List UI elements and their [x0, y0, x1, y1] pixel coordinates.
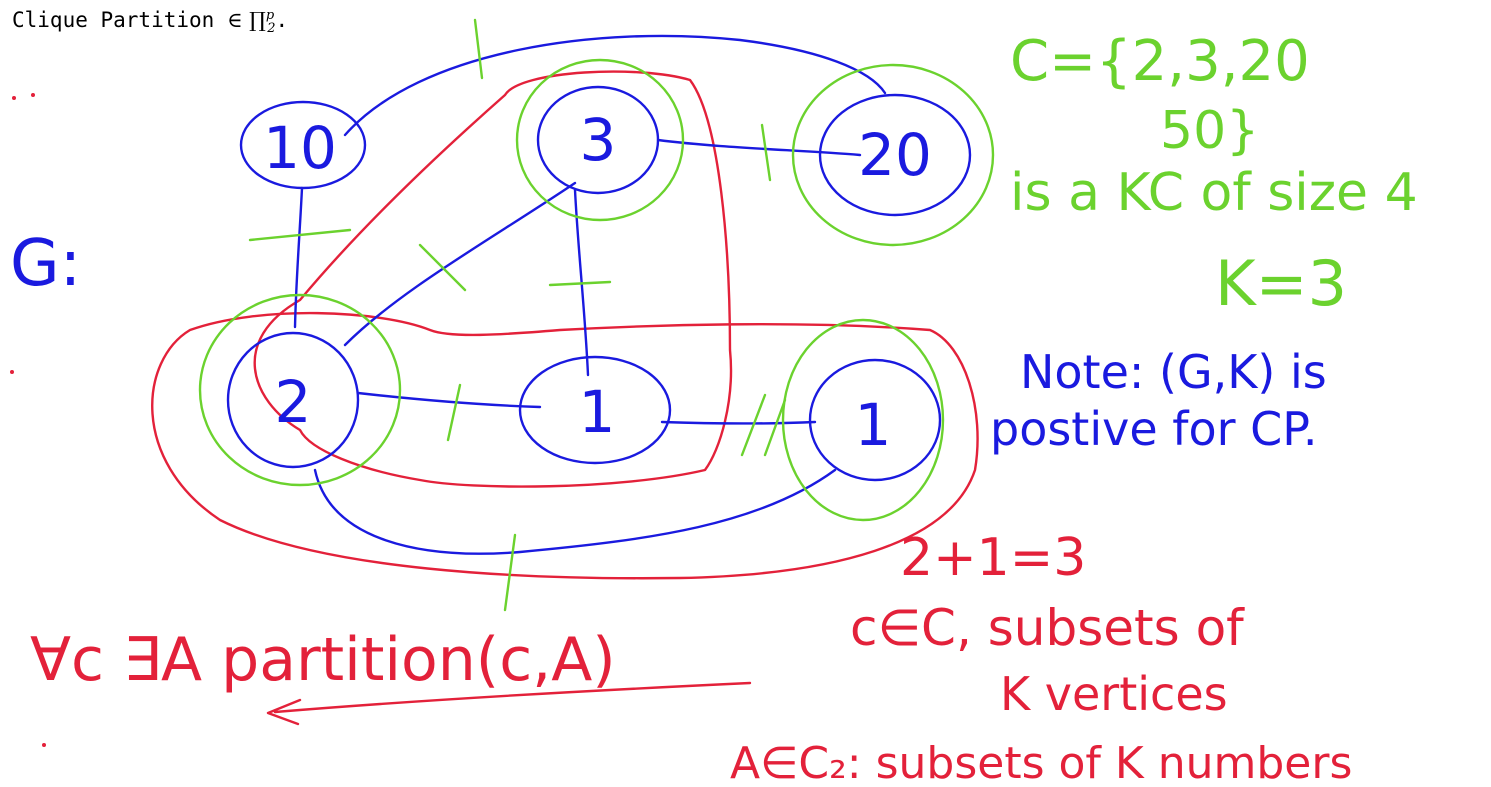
note-set-line2: 50} [1160, 101, 1259, 161]
vertex-label-1b: 1 [855, 391, 892, 459]
red-notes: 2+1=3 c∈C, subsets of K vertices A∈C₂: s… [30, 528, 1352, 787]
stray-dots [10, 93, 46, 747]
title-sup: p [265, 8, 275, 23]
partition-outline-big [253, 70, 733, 488]
graph-label: G: [10, 227, 81, 301]
vertex-label-1: 1 [579, 378, 616, 446]
edge-3-1 [573, 188, 590, 377]
underline-arrow [266, 681, 752, 726]
vertex-label-20: 20 [858, 121, 932, 189]
clique-circles [198, 58, 995, 522]
note-k-value: K=3 [1215, 247, 1347, 320]
edge-2-1 [356, 391, 542, 409]
edge-3-20 [656, 138, 862, 157]
graph-vertices [226, 85, 972, 482]
vertex-label-3: 3 [580, 106, 617, 174]
title-prefix: Clique Partition [12, 8, 227, 32]
note-set-line1: C={2,3,20 [1010, 29, 1310, 94]
graph-edges [293, 34, 887, 555]
title-symbol: ∈ ∏ [226, 8, 266, 32]
page-title: Clique Partition ∈ ∏p2. [12, 8, 288, 36]
note-sum: 2+1=3 [900, 528, 1086, 588]
edge-2-1b [313, 468, 837, 555]
edge-10-20 [343, 34, 887, 137]
edge-tick-marks [248, 18, 787, 612]
title-suffix: . [275, 8, 289, 32]
vertex-2-circle [226, 331, 360, 469]
note-line1: Note: (G,K) is [1020, 345, 1327, 399]
note-k-vertices: K vertices [1000, 667, 1228, 721]
note-forall: ∀c ∃A partition(c,A) [30, 625, 616, 695]
vertex-labels: 10 3 20 2 1 1 [263, 106, 932, 459]
edge-1-1 [660, 420, 817, 425]
green-notes: C={2,3,20 50} is a KC of size 4 K=3 [1010, 29, 1418, 320]
note-c-in: c∈C, subsets of [850, 599, 1245, 657]
note-line2: postive for CP. [990, 402, 1317, 456]
note-set-line3: is a KC of size 4 [1010, 163, 1418, 223]
title-sub: 2 [267, 21, 276, 37]
vertex-20-circle [818, 93, 972, 217]
note-a-in: A∈C₂: subsets of K numbers [730, 738, 1352, 787]
edge-3-2 [343, 181, 577, 347]
clique-circle-20 [791, 63, 995, 247]
clique-circle-2 [198, 293, 402, 487]
vertex-1b-circle [808, 358, 942, 482]
vertex-1-circle [518, 355, 672, 465]
vertex-label-2: 2 [275, 368, 312, 436]
clique-circle-1b [781, 318, 945, 522]
vertex-label-10: 10 [263, 114, 337, 182]
edge-10-2 [293, 186, 304, 329]
partition-outline-bottom [151, 311, 979, 580]
vertex-3-circle [536, 85, 660, 195]
blue-notes: Note: (G,K) is postive for CP. [990, 345, 1327, 456]
clique-circle-3 [515, 58, 685, 222]
vertex-10-circle [239, 100, 367, 190]
